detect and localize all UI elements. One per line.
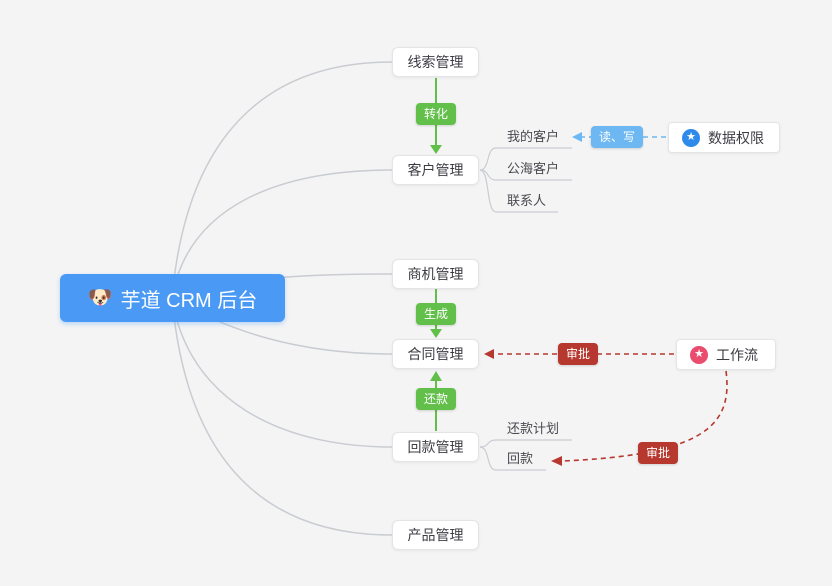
node-label: 工作流 [716, 346, 758, 363]
edge-label-approve-payment[interactable]: 审批 [637, 442, 679, 464]
star-icon: ★ [690, 345, 708, 364]
topic-product-management[interactable]: 产品管理 [392, 520, 479, 550]
edge-label-repay[interactable]: 还款 [415, 388, 457, 410]
edge-label-read-write[interactable]: 读、写 [590, 126, 644, 148]
topic-label: 产品管理 [407, 527, 464, 543]
child-repayment-plan[interactable]: 还款计划 [507, 421, 560, 436]
child-payment-collection[interactable]: 回款 [507, 451, 534, 466]
topic-label: 商机管理 [407, 266, 464, 282]
child-contacts[interactable]: 联系人 [507, 193, 547, 208]
topic-label: 合同管理 [407, 346, 464, 362]
edge-label-generate[interactable]: 生成 [415, 303, 457, 325]
edge-label-approve-contract[interactable]: 审批 [557, 343, 599, 365]
topic-label: 回款管理 [407, 439, 464, 455]
topic-business-opportunity-management[interactable]: 商机管理 [392, 259, 479, 289]
node-label: 数据权限 [708, 129, 764, 146]
root-node-label: 芋道 CRM 后台 [120, 289, 258, 312]
child-public-sea-customers[interactable]: 公海客户 [507, 161, 560, 176]
topic-leads-management[interactable]: 线索管理 [392, 47, 479, 77]
topic-contract-management[interactable]: 合同管理 [392, 339, 479, 369]
topic-customer-management[interactable]: 客户管理 [392, 155, 479, 185]
dog-logo-icon: 🐶 [87, 287, 113, 309]
star-icon: ★ [682, 128, 700, 147]
topic-label: 线索管理 [407, 54, 464, 70]
node-workflow[interactable]: ★ 工作流 [676, 339, 776, 370]
topic-payment-collection-management[interactable]: 回款管理 [392, 432, 479, 462]
topic-label: 客户管理 [407, 162, 464, 178]
node-data-permission[interactable]: ★ 数据权限 [668, 122, 780, 153]
edge-label-convert[interactable]: 转化 [415, 103, 457, 125]
root-node-crm-backend[interactable]: 🐶 芋道 CRM 后台 [60, 274, 285, 322]
child-my-customers[interactable]: 我的客户 [507, 129, 560, 144]
